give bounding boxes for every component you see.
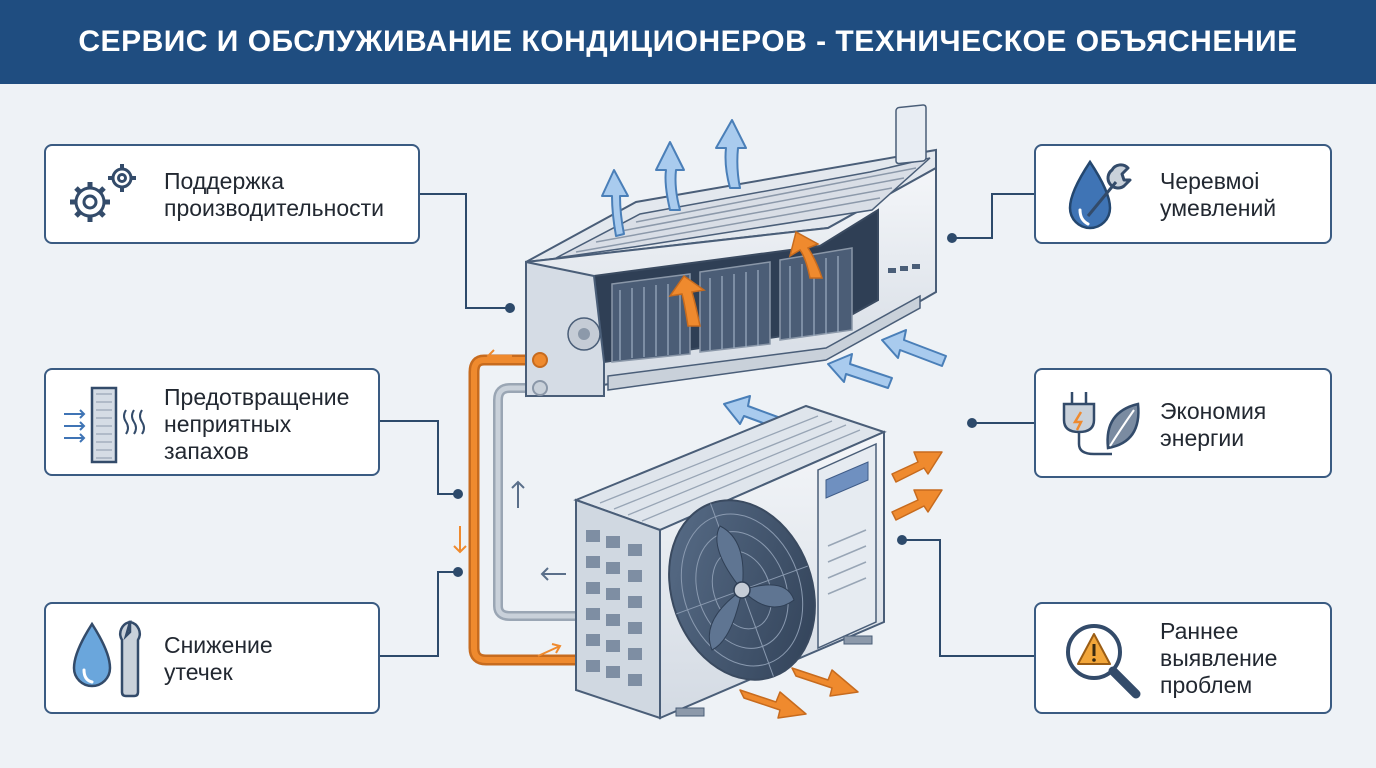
card-performance-label: Поддержка производительности xyxy=(164,168,385,221)
gears-icon xyxy=(70,164,136,222)
connector-dots xyxy=(453,233,977,577)
warning-magnifier-icon xyxy=(1066,624,1141,699)
card-problems: Раннее выявление проблем xyxy=(1034,602,1332,714)
drop-wrench-icon xyxy=(72,620,141,698)
card-top-right-label: Черевмоі умевлений xyxy=(1160,168,1277,221)
filter-icon xyxy=(64,386,145,464)
card-energy: Экономия энергии xyxy=(1034,368,1332,478)
card-problems-label: Раннее выявление проблем xyxy=(1160,618,1278,698)
cool-air-arrows xyxy=(601,119,747,237)
header-banner: СЕРВИС И ОБСЛУЖИВАНИЕ КОНДИЦИОНЕРОВ - ТЕ… xyxy=(0,0,1376,84)
card-odors-label: Предотвращение неприятных запахов xyxy=(164,384,350,464)
connector-performance xyxy=(420,193,510,309)
card-leaks: Снижение утечек xyxy=(44,602,380,714)
connector-problems xyxy=(902,539,1034,657)
card-energy-label: Экономия энергии xyxy=(1160,398,1267,451)
drop-wrench-icon xyxy=(1068,159,1132,230)
connector-top-right xyxy=(952,193,1034,239)
connector-odors xyxy=(380,420,458,495)
card-leaks-label: Снижение утечек xyxy=(164,632,273,685)
plug-leaf-icon xyxy=(1062,392,1140,456)
refrigerant-pipes xyxy=(468,354,584,666)
pipe-gas-inner xyxy=(471,357,581,663)
pipe-liquid-inner xyxy=(495,385,581,619)
outdoor-unit xyxy=(573,404,887,720)
connector-lines xyxy=(380,193,1034,657)
internal-flow-arrows xyxy=(668,230,824,327)
hot-air-arrows xyxy=(739,451,943,719)
pipe-liquid xyxy=(493,383,583,621)
card-performance: Поддержка производительности xyxy=(44,144,420,244)
card-odors: Предотвращение неприятных запахов xyxy=(44,368,380,476)
page-title: СЕРВИС И ОБСЛУЖИВАНИЕ КОНДИЦИОНЕРОВ - ТЕ… xyxy=(78,25,1298,58)
card-top-right: Черевмоі умевлений xyxy=(1034,144,1332,244)
pipe-flow-arrows xyxy=(453,349,566,657)
connector-leaks xyxy=(380,571,458,657)
